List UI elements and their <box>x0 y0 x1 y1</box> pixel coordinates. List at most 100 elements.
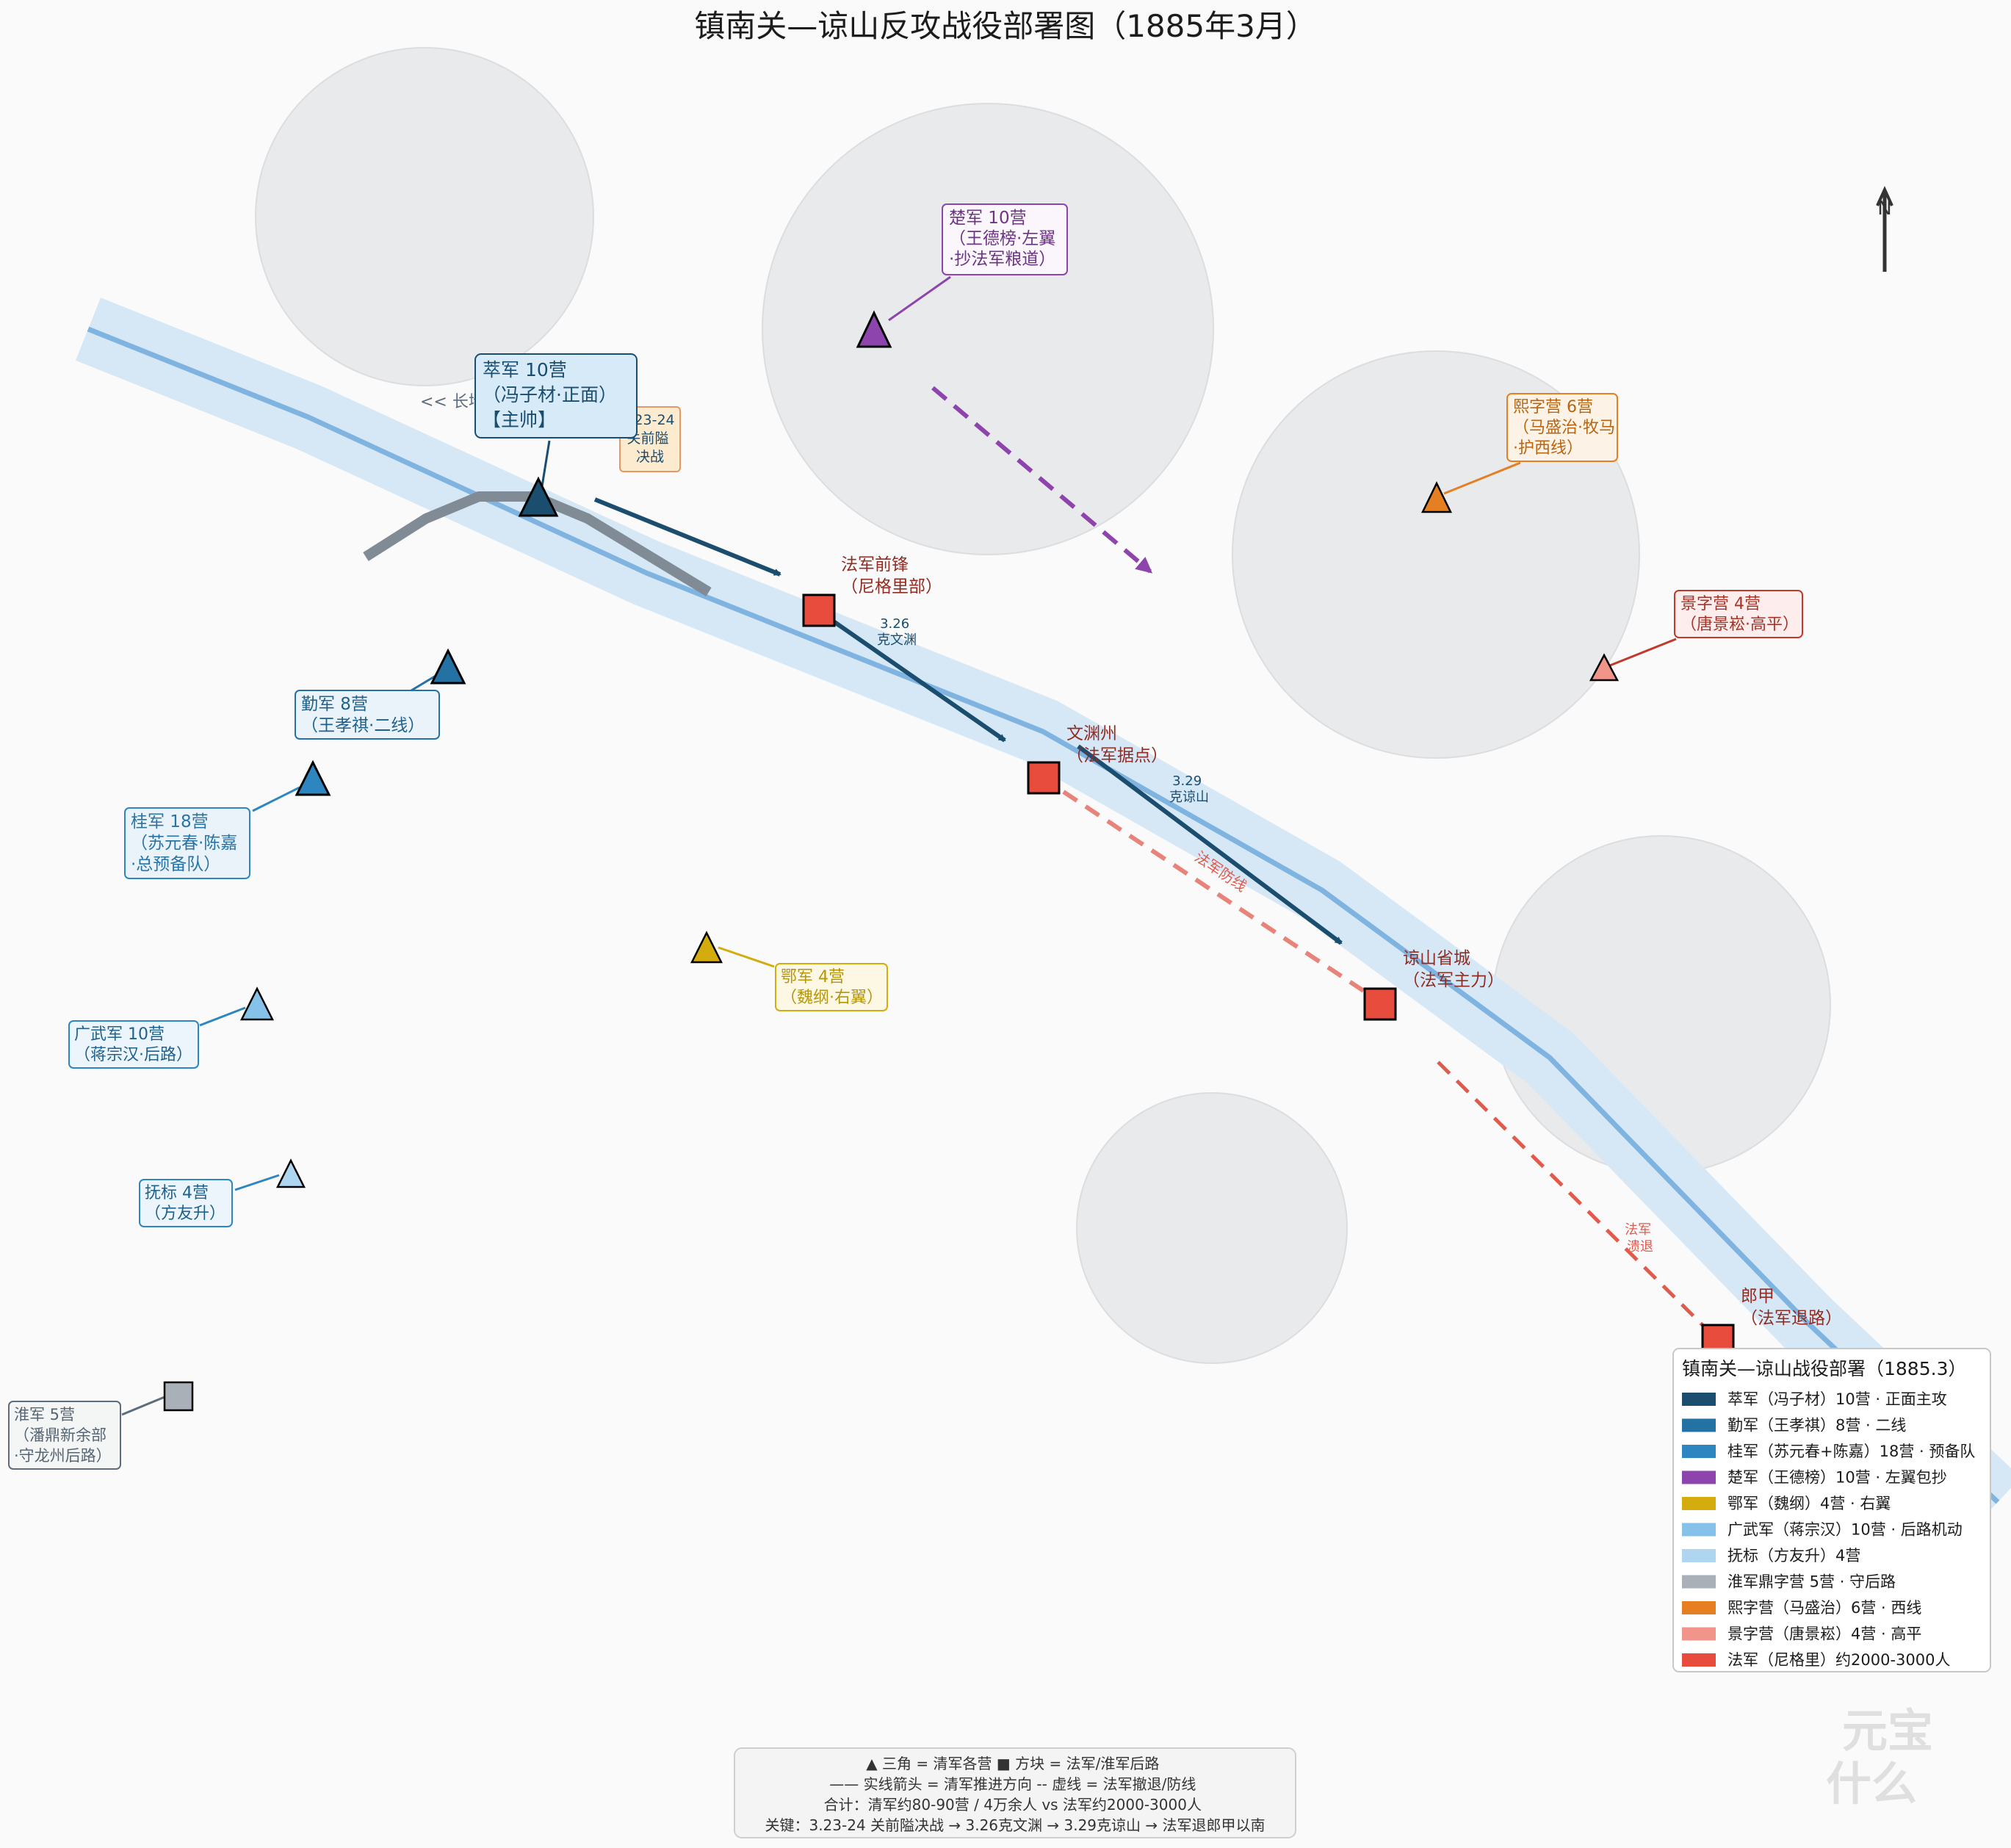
chu-label-l1: 楚军 10营 <box>949 209 1027 228</box>
cui-label-l2: （冯子材·正面） <box>483 384 617 405</box>
guangwu-label-l1: 广武军 10营 <box>74 1025 165 1044</box>
xi-label: 熙字营 6营 （马盛治·牧马 ·护西线） <box>1513 398 1620 458</box>
cui-leader <box>541 440 551 487</box>
arrow-wenyuan-to-liangshan <box>1077 744 1343 945</box>
huai-label-box <box>8 1401 121 1470</box>
qin-label: 勤军 8营 （王孝祺·二线） <box>301 695 425 735</box>
qing-unit-fubiao: 抚标 4营 （方友升） <box>139 1158 306 1227</box>
legend-item-label: 楚军（王德榜）10营 · 左翼包抄 <box>1727 1469 1947 1487</box>
watermark-bottom: 什么 <box>1826 1757 1917 1811</box>
xi-label-box <box>1506 393 1618 462</box>
guangwu-leader <box>199 1006 246 1027</box>
legend: 镇南关—谅山战役部署（1885.3） 萃军（冯子材）10营 · 正面主攻勤军（王… <box>1672 1348 1991 1672</box>
note-line-4: 关键：3.23-24 关前隘决战 → 3.26克文渊 → 3.29克谅山 → 法… <box>765 1816 1265 1834</box>
cui-label: 萃军 10营 （冯子材·正面） 【主帅】 <box>483 359 623 430</box>
ke-wenyuan-text: 克文渊 <box>877 632 917 648</box>
legend-swatch <box>1682 1601 1716 1614</box>
ke-wenyuan-date: 3.26 <box>880 616 909 632</box>
qianfeng-label: 法军前锋 （尼格里部） <box>841 555 942 596</box>
legend-swatch <box>1682 1418 1716 1432</box>
fubiao-label-l1: 抚标 4营 <box>145 1184 209 1202</box>
hill-north <box>762 103 1214 555</box>
cui-label-box <box>474 353 638 438</box>
gui-label-l2: （苏元春·陈嘉 <box>131 834 237 853</box>
qin-marker <box>430 648 466 685</box>
watermark: 元宝 什么 <box>1826 1704 1933 1811</box>
french-retreat-l2: 溃退 <box>1627 1239 1653 1255</box>
fubiao-label-l2: （方友升） <box>145 1205 225 1223</box>
french-retreat-l1: 法军 <box>1625 1222 1651 1238</box>
jing-label: 景字营 4营 （唐景崧·高平） <box>1680 595 1799 634</box>
legend-swatch <box>1682 1575 1716 1589</box>
qing-unit-cui: 萃军 10营 （冯子材·正面） 【主帅】 <box>474 353 638 517</box>
legend-frame <box>1672 1348 1991 1672</box>
legend-item-label: 景字营（唐景崧）4营 · 高平 <box>1727 1625 1921 1643</box>
legend-item-label: 广武军（蒋宗汉）10营 · 后路机动 <box>1727 1521 1963 1539</box>
legend-swatch <box>1682 1653 1716 1667</box>
north-arrow-head-icon <box>1876 186 1893 206</box>
qin-label-l2: （王孝祺·二线） <box>301 716 425 735</box>
north-label: N <box>1877 198 1891 220</box>
guangwu-marker <box>239 986 275 1021</box>
cui-label-l3: 【主帅】 <box>483 409 556 430</box>
legend-swatch <box>1682 1523 1716 1537</box>
hill-nw <box>255 47 594 386</box>
jing-label-box <box>1674 590 1803 638</box>
road-line <box>87 326 2000 1504</box>
xi-label-l3: ·护西线） <box>1513 439 1583 458</box>
legend-item-label: 淮军鼎字营 5营 · 守后路 <box>1727 1573 1896 1591</box>
arrow-cui-to-qianfeng <box>593 497 781 577</box>
legend-swatch <box>1682 1497 1716 1510</box>
e-leader <box>718 946 775 968</box>
qianfeng-label-l2: （尼格里部） <box>841 577 942 596</box>
chu-label-l2: （王德榜·左翼 <box>949 229 1055 248</box>
langjia-label-l1: 郎甲 <box>1741 1287 1774 1306</box>
hill-south <box>1076 1092 1348 1364</box>
legend-swatch <box>1682 1445 1716 1458</box>
qing-unit-guangwu: 广武军 10营 （蒋宗汉·后路） <box>68 986 275 1069</box>
ke-liangshan-date: 3.29 <box>1172 773 1202 789</box>
chu-label: 楚军 10营 （王德榜·左翼 ·抄法军粮道） <box>949 209 1061 269</box>
wenyuan-marker <box>1027 761 1061 795</box>
e-label-l2: （魏纲·右翼） <box>781 989 883 1007</box>
qing-unit-jing: 景字营 4营 （唐景崧·高平） <box>1589 590 1803 682</box>
legend-item-label: 勤军（王孝祺）8营 · 二线 <box>1727 1417 1906 1434</box>
gui-marker <box>295 759 331 796</box>
notes-frame <box>734 1747 1296 1838</box>
legend-swatch <box>1682 1393 1716 1406</box>
note-line-1: ▲ 三角 = 清军各营 ■ 方块 = 法军/淮军后路 <box>866 1755 1159 1772</box>
arrow-chu-outflank <box>931 386 1153 574</box>
qing-unit-qin: 勤军 8营 （王孝祺·二线） <box>295 648 466 740</box>
jing-label-l1: 景字营 4营 <box>1680 595 1761 613</box>
qianfeng-marker <box>802 593 836 627</box>
long-wall-line <box>363 491 712 596</box>
ke-liangshan-text: 克谅山 <box>1169 790 1209 805</box>
chu-marker <box>856 310 892 348</box>
legend-item-label: 抚标（方友升）4营 <box>1727 1547 1860 1564</box>
xi-marker <box>1421 481 1452 513</box>
chu-leader <box>888 275 951 322</box>
xi-label-l1: 熙字营 6营 <box>1513 398 1593 416</box>
legend-swatch <box>1682 1627 1716 1641</box>
french-point-liangshan: 谅山省城 （法军主力） <box>1363 949 1504 1021</box>
wenyuan-label-l1: 文渊州 <box>1066 724 1117 743</box>
map-title: 镇南关—谅山反攻战役部署图（1885年3月） <box>694 8 1317 44</box>
notes-text: ▲ 三角 = 清军各营 ■ 方块 = 法军/淮军后路 —— 实线箭头 = 清军推… <box>765 1755 1265 1834</box>
french-retreat-line <box>1437 1061 1707 1329</box>
e-label-box <box>775 963 888 1011</box>
chu-label-l3: ·抄法军粮道） <box>949 250 1055 269</box>
huai-label-l2: （潘鼎新余部 <box>14 1426 106 1444</box>
qing-unit-xi: 熙字营 6营 （马盛治·牧马 ·护西线） <box>1421 393 1620 513</box>
gui-label-l3: ·总预备队） <box>131 855 220 874</box>
battle-box-event: 决战 <box>636 449 664 465</box>
legend-item-label: 桂军（苏元春+陈嘉）18营 · 预备队 <box>1727 1443 1975 1460</box>
fubiao-marker <box>275 1158 306 1188</box>
e-label: 鄂军 4营 （魏纲·右翼） <box>781 968 883 1007</box>
xi-leader <box>1443 461 1521 495</box>
qin-label-l1: 勤军 8营 <box>301 695 368 714</box>
north-arrow: N <box>1876 186 1893 272</box>
legend-title: 镇南关—谅山战役部署（1885.3） <box>1682 1358 1966 1379</box>
fubiao-label-box <box>139 1179 233 1227</box>
